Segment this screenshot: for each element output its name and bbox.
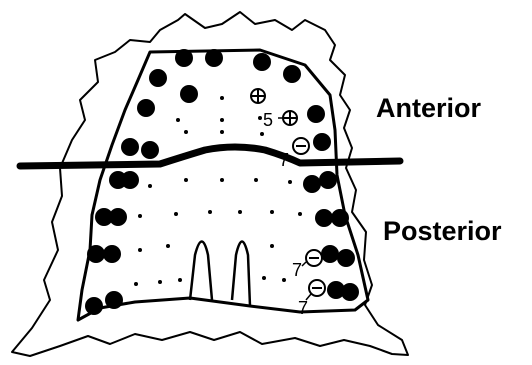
large-dot [137,99,155,117]
small-dot [270,244,274,248]
large-dot [341,283,359,301]
small-dot [138,214,142,218]
large-dot [149,69,167,87]
large-dot [331,209,349,227]
small-dot [220,178,224,182]
large-dot [175,49,193,67]
large-dot [121,138,139,156]
plus-cell [251,89,265,103]
large-dot [141,141,159,159]
small-dot [176,118,180,122]
plus-cell [283,111,297,125]
large-dot [87,245,105,263]
large-dot [85,297,103,315]
small-dot [184,130,188,134]
small-dot [260,132,264,136]
large-dot [313,133,331,151]
plus-marker-label: 5 [263,110,273,130]
posterior-label: Posterior [383,216,502,246]
small-dot [158,280,162,284]
small-dot [238,210,242,214]
large-dot [307,105,325,123]
small-dot [174,212,178,216]
large-dot [103,245,121,263]
large-dot [253,53,271,71]
large-dot [121,171,139,189]
small-dot [138,248,142,252]
large-dot [303,175,321,193]
small-dot [288,180,292,184]
minus-marker-label: 7 [279,150,289,170]
small-dot [298,212,302,216]
large-dot [180,85,198,103]
small-dot [178,278,182,282]
small-dot [262,276,266,280]
large-dot [109,208,127,226]
small-dot [134,282,138,286]
small-dot [258,116,262,120]
small-dot [220,130,224,134]
small-dot [282,278,286,282]
small-dot [166,244,170,248]
large-dot [321,245,339,263]
minus-marker-label: 7 [298,298,308,318]
large-dot [319,171,337,189]
large-dot [205,49,223,67]
minus-cell [309,280,325,296]
minus-cell [293,138,309,154]
small-dot [254,178,258,182]
large-dot [283,65,301,83]
large-dot [337,249,355,267]
small-dot [184,178,188,182]
small-dot [148,184,152,188]
minus-marker-label: 7 [292,260,302,280]
small-dot [208,210,212,214]
large-dot [105,291,123,309]
large-dot [315,209,333,227]
small-dot [220,96,224,100]
small-dot [220,118,224,122]
anterior-label: Anterior [376,93,482,123]
minus-cell [306,250,322,266]
small-dot [270,210,274,214]
